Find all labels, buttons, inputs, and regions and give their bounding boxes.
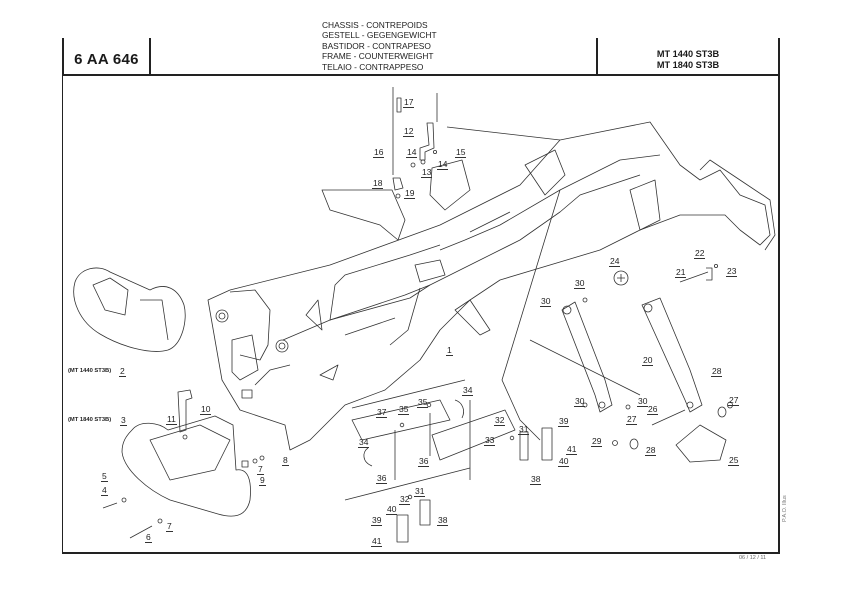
callout-part-5: 5 [101, 471, 108, 482]
link-arms [529, 263, 733, 463]
callout-part-30: 30 [637, 396, 649, 407]
callout-part-40: 40 [386, 504, 398, 515]
variant-label-mt1440: (MT 1440 ST3B) [68, 368, 112, 374]
callout-part-34: 34 [358, 437, 370, 448]
title-it: TELAIO - CONTRAPPESO [322, 61, 424, 72]
callout-part-19: 19 [404, 188, 416, 199]
callout-part-17: 17 [403, 97, 415, 108]
callout-part-3: 3 [120, 415, 127, 426]
reference-code: 6 AA 646 [74, 50, 139, 68]
section-titles: CHASSIS - CONTREPOIDS GESTELL - GEGENGEW… [322, 20, 437, 72]
callout-part-1: 1 [446, 345, 453, 356]
callout-part-8: 8 [282, 455, 289, 466]
callout-part-28: 28 [645, 445, 657, 456]
callout-part-34: 34 [462, 385, 474, 396]
callout-part-22: 22 [694, 248, 706, 259]
revision-date: 06 / 12 / 11 [739, 555, 767, 561]
title-en: FRAME - COUNTERWEIGHT [322, 51, 434, 62]
callout-part-32: 32 [494, 415, 506, 426]
illustration-credit: P.A.O. Illus [782, 495, 788, 522]
callout-part-30: 30 [574, 278, 586, 289]
callout-part-11: 11 [166, 414, 177, 425]
model-box: MT 1440 ST3B MT 1840 ST3B [596, 38, 780, 75]
reference-code-box: 6 AA 646 [62, 38, 151, 75]
callout-part-39: 39 [371, 515, 383, 526]
callout-part-39: 39 [558, 416, 570, 427]
callout-part-10: 10 [200, 404, 212, 415]
title-es: BASTIDOR - CONTRAPESO [322, 40, 431, 51]
callout-part-27: 27 [728, 395, 740, 406]
counterweight-mt1440 [73, 267, 186, 352]
callout-part-38: 38 [530, 474, 542, 485]
callout-part-26: 26 [647, 404, 659, 415]
callout-part-12: 12 [403, 126, 415, 137]
callout-part-40: 40 [558, 456, 570, 467]
callout-part-31: 31 [414, 486, 426, 497]
callout-part-6: 6 [145, 532, 152, 543]
callout-part-24: 24 [609, 256, 621, 267]
callout-part-25: 25 [728, 455, 740, 466]
callout-part-15: 15 [455, 147, 467, 158]
chassis-frame [207, 121, 776, 451]
callout-part-21: 21 [675, 267, 687, 278]
callout-part-9: 9 [259, 475, 266, 486]
callout-part-30: 30 [574, 396, 586, 407]
callout-part-20: 20 [642, 355, 654, 366]
diagram-frame [62, 75, 780, 554]
callout-part-29: 29 [591, 436, 603, 447]
callout-part-13: 13 [421, 167, 433, 178]
callout-part-38: 38 [437, 515, 449, 526]
callout-part-7: 7 [166, 521, 173, 532]
callout-part-14: 14 [437, 159, 449, 170]
callout-part-7: 7 [257, 464, 264, 475]
rod-and-bracket [392, 87, 561, 199]
callout-part-4: 4 [101, 485, 108, 496]
callout-part-35: 35 [417, 397, 429, 408]
callout-part-28: 28 [711, 366, 723, 377]
variant-label-mt1840: (MT 1840 ST3B) [68, 417, 112, 423]
callout-part-2: 2 [119, 366, 126, 377]
model-2: MT 1840 ST3B [656, 60, 720, 70]
callout-part-36: 36 [418, 456, 430, 467]
callout-part-33: 33 [484, 435, 496, 446]
callout-part-27: 27 [626, 414, 638, 425]
header-divider [62, 74, 780, 76]
callout-part-23: 23 [726, 266, 738, 277]
callout-part-41: 41 [566, 444, 578, 455]
title-de: GESTELL - GEGENGEWICHT [322, 30, 437, 41]
callout-part-41: 41 [371, 536, 383, 547]
callout-part-16: 16 [373, 147, 385, 158]
callout-part-14: 14 [406, 147, 418, 158]
callout-part-18: 18 [372, 178, 384, 189]
counterweight-mt1840 [102, 389, 265, 539]
callout-part-36: 36 [376, 473, 388, 484]
callout-part-32: 32 [399, 494, 411, 505]
callout-part-30: 30 [540, 296, 552, 307]
stabilizer-assembly [344, 379, 553, 543]
title-fr: CHASSIS - CONTREPOIDS [322, 20, 428, 30]
model-1: MT 1440 ST3B [656, 49, 720, 59]
callout-part-37: 37 [376, 407, 388, 418]
callout-part-35: 35 [398, 404, 410, 415]
callout-part-31: 31 [518, 424, 530, 435]
